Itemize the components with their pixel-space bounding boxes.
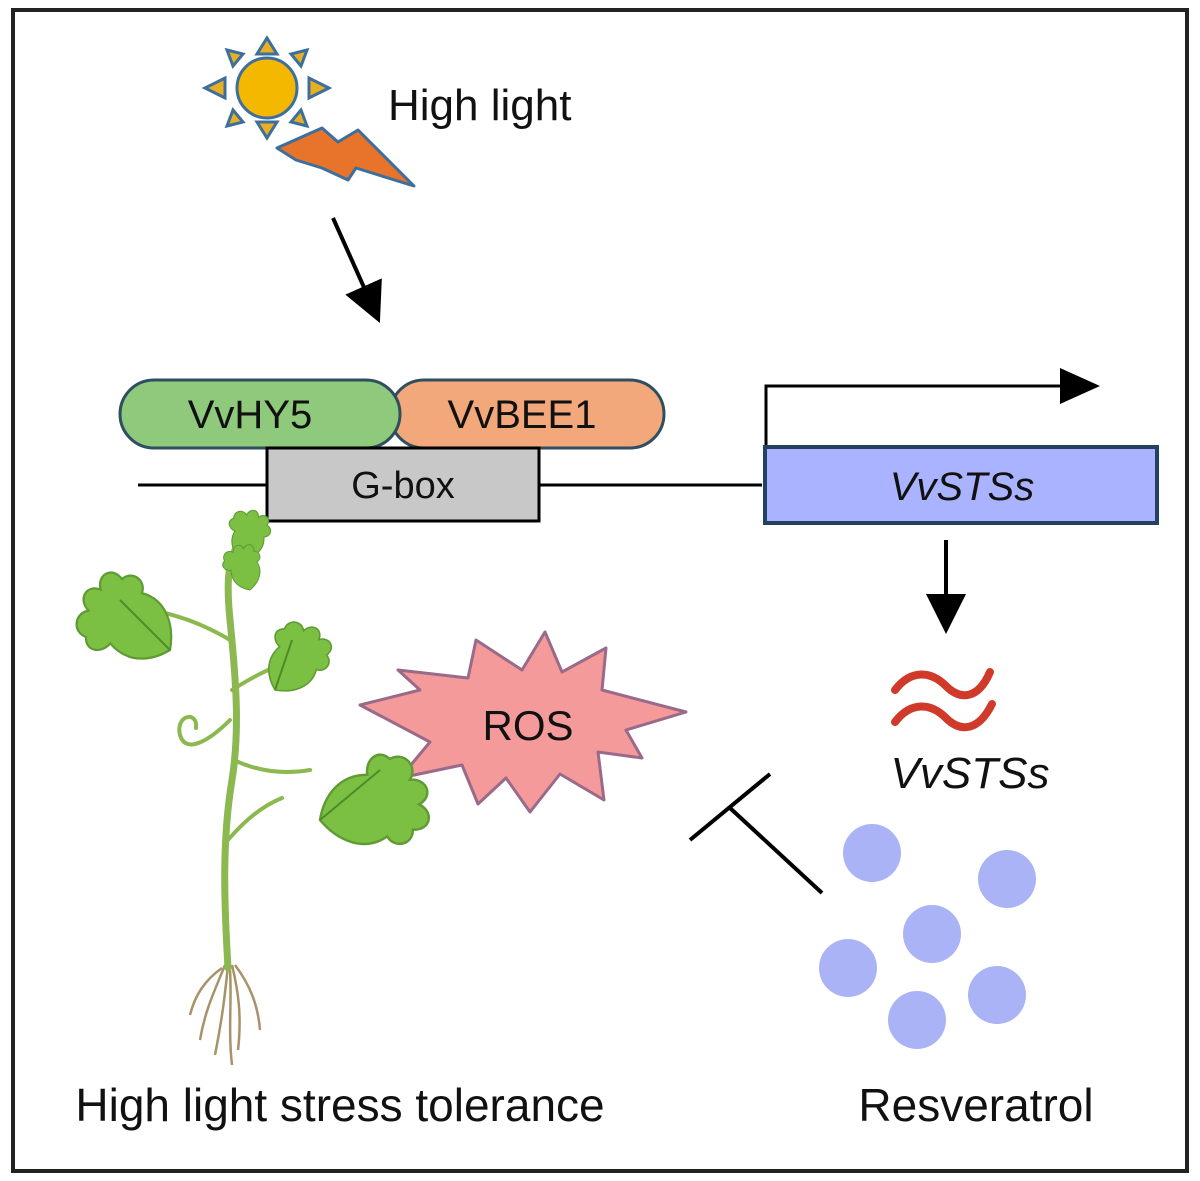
gbox-element — [265, 446, 541, 523]
vvhy5-protein — [118, 378, 402, 450]
mrna-wave-icon — [891, 668, 996, 732]
light-arrow — [331, 217, 382, 323]
vvstss-transcript-label: VvSTSs — [891, 749, 1050, 798]
sun-icon — [201, 35, 333, 141]
transcription-start-arrow — [764, 384, 1062, 447]
transcription-arrowhead — [1060, 368, 1100, 404]
lightning-icon — [275, 126, 416, 188]
vvstss-gene-label: VvSTSs — [890, 465, 1034, 509]
high-light-label: High light — [388, 81, 571, 130]
vvbee1-label: VvBEE1 — [448, 393, 597, 437]
tolerance-label: High light stress tolerance — [75, 1079, 604, 1131]
vvstss-gene-box — [763, 445, 1159, 525]
figure-frame — [11, 8, 1189, 1173]
resveratrol-molecule-icon — [819, 824, 1036, 1049]
inhibition-symbol — [688, 772, 824, 895]
resveratrol-label: Resveratrol — [858, 1079, 1093, 1131]
ros-burst — [358, 630, 688, 814]
plant-icon — [61, 506, 443, 1066]
ros-label: ROS — [482, 702, 573, 749]
vvhy5-label: VvHY5 — [188, 393, 313, 437]
gbox-label: G-box — [351, 465, 454, 507]
